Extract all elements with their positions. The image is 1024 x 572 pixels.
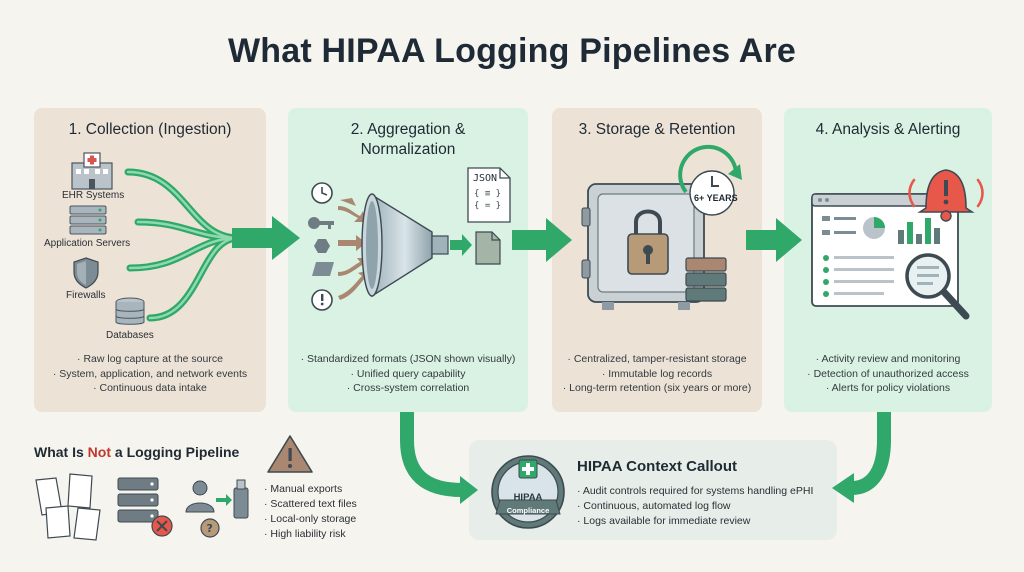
not-pipeline-item: · Manual exports (264, 483, 343, 495)
database-icon (115, 297, 145, 325)
server-icon (69, 205, 107, 235)
hexagon-icon (314, 239, 330, 253)
warning-triangle-icon (267, 435, 313, 473)
bullet: · System, application, and network event… (52, 367, 248, 380)
stacked-server-icon (685, 257, 727, 302)
bullet: · Detection of unauthorized access (807, 367, 969, 380)
arrow-icon (232, 216, 300, 260)
callout-item: · Logs available for immediate review (577, 515, 751, 527)
arrow-icon (746, 218, 802, 262)
stage-storage-bullets: · Centralized, tamper-resistant storage … (552, 352, 762, 396)
shield-icon (73, 257, 99, 289)
not-pipeline-item: · Local-only storage (264, 513, 357, 525)
bullet: · Alerts for policy violations (825, 382, 951, 394)
document-icon (475, 231, 501, 265)
hospital-icon (71, 152, 113, 190)
not-pipeline-title-not: Not (87, 444, 111, 460)
not-pipeline-title-pre: What Is (34, 444, 88, 460)
key-icon (308, 217, 334, 229)
magnifier-icon (905, 253, 970, 320)
funnel-icon (361, 193, 449, 298)
callout-title: HIPAA Context Callout (577, 458, 737, 475)
source-label-databases: Databases (106, 330, 154, 341)
broken-server-icon (117, 477, 173, 537)
bullet: · Cross-system correlation (346, 382, 470, 394)
arrow-icon (460, 476, 478, 504)
not-pipeline-title-post: a Logging Pipeline (111, 444, 240, 460)
badge-label: HIPAA (513, 492, 543, 503)
json-label: JSON (473, 173, 498, 184)
not-pipeline-item: · High liability risk (264, 528, 346, 540)
not-pipeline-item: · Scattered text files (264, 498, 357, 510)
bullet: · Long-term retention (six years or more… (562, 382, 752, 394)
scattered-files-icon (35, 473, 101, 541)
hipaa-badge-icon (491, 455, 565, 529)
stage-aggregation-title: 2. Aggregation & Normalization (288, 120, 528, 160)
parallelogram-icon (312, 262, 334, 276)
svg-text:{ = }: { = } (474, 201, 501, 211)
bullet: · Centralized, tamper-resistant storage (567, 353, 747, 365)
alert-bell-icon (908, 169, 984, 222)
source-label-ehr: EHR Systems (62, 190, 125, 201)
stage-analysis-bullets: · Activity review and monitoring · Detec… (784, 352, 992, 396)
lock-icon (627, 209, 669, 275)
collection-flow-curves-light (126, 170, 240, 320)
bullet: · Immutable log records (601, 367, 713, 380)
json-file-icon: { ≡ } { = } (467, 167, 511, 223)
page-title: What HIPAA Logging Pipelines Are (227, 32, 797, 70)
arrow-icon (832, 473, 854, 503)
callout-item: · Continuous, automated log flow (577, 500, 731, 512)
not-pipeline-list: · Manual exports · Scattered text files … (264, 482, 357, 542)
funnel-output-arrow (450, 234, 472, 256)
svg-text:{ ≡ }: { ≡ } (474, 189, 501, 199)
retention-years-label: 6+ YEARS (694, 193, 738, 203)
bullet: · Unified query capability (350, 367, 466, 380)
stage-collection-bullets: · Raw log capture at the source · System… (34, 352, 266, 396)
callout-item: · Audit controls required for systems ha… (577, 485, 814, 497)
clock-icon (311, 182, 333, 204)
stage-collection-panel: 1. Collection (Ingestion) · Raw log capt… (34, 108, 266, 412)
connector-to-callout (400, 412, 463, 497)
not-pipeline-title: What Is Not a Logging Pipeline (34, 444, 239, 460)
bullet: · Raw log capture at the source (77, 353, 223, 365)
user-usb-icon: ? (185, 479, 249, 538)
source-label-firewalls: Firewalls (66, 290, 106, 301)
bullet: · Standardized formats (JSON shown visua… (300, 353, 516, 365)
retention-clock-icon (678, 144, 742, 216)
stage-aggregation-bullets: · Standardized formats (JSON shown visua… (288, 352, 528, 396)
stage-analysis-title: 4. Analysis & Alerting (815, 121, 961, 138)
connector-from-analysis (851, 412, 891, 495)
source-label-app-servers: Application Servers (44, 238, 131, 249)
badge-sublabel: Compliance (506, 506, 550, 515)
bullet: · Activity review and monitoring (815, 353, 961, 365)
arrow-icon (512, 218, 572, 262)
svg-text:?: ? (207, 522, 213, 535)
stage-storage-title: 3. Storage & Retention (578, 121, 736, 138)
stage-collection-title: 1. Collection (Ingestion) (68, 121, 232, 138)
funnel-input-arrows (338, 198, 369, 300)
stage-aggregation-title-line2: Normalization (360, 141, 456, 158)
stage-aggregation-panel: 2. Aggregation & Normalization · Standar… (288, 108, 528, 412)
warning-bubble-icon (311, 289, 333, 311)
callout-list: · Audit controls required for systems ha… (577, 484, 813, 529)
bullet: · Continuous data intake (93, 382, 207, 394)
stage-aggregation-title-line1: 2. Aggregation & (350, 121, 466, 138)
